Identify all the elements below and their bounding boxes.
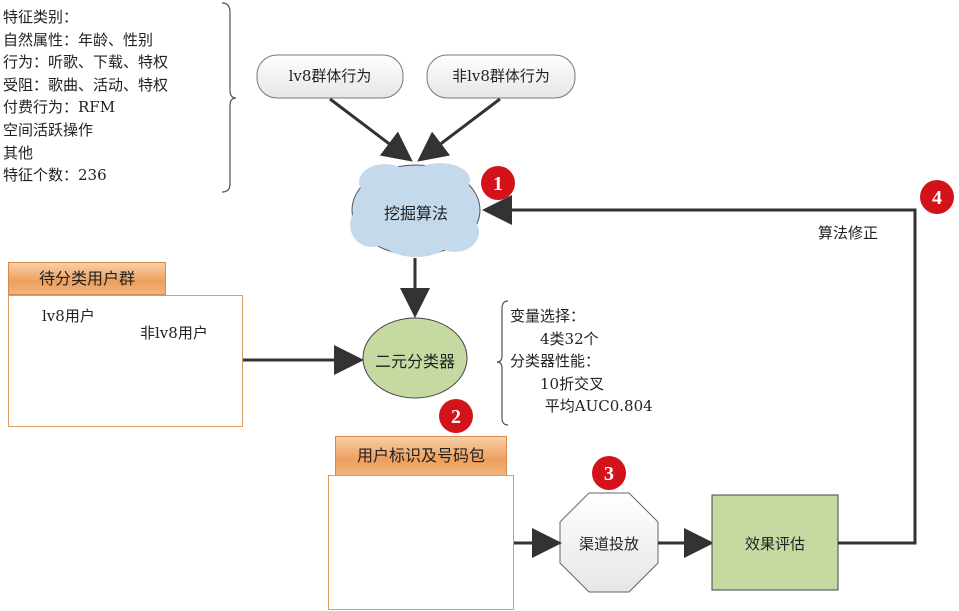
- features-line: 特征个数：236: [3, 166, 107, 185]
- classifier_notes-line: 分类器性能：: [510, 352, 601, 371]
- classifier-notes: 变量选择： 4类32个分类器性能： 10折交叉 平均AUC0.804: [510, 305, 653, 418]
- arrow-lv8-to-mining: [329, 97, 413, 162]
- lv8-group-pill: [256, 54, 404, 99]
- channel-label: 渠道投放: [578, 535, 639, 553]
- classifier_notes-line: 4类32个: [510, 329, 599, 348]
- feedback-label: 算法修正: [818, 224, 879, 242]
- classifier_notes-line: 10折交叉: [510, 374, 605, 393]
- step-badge-1: 1: [481, 166, 515, 200]
- classifier-label: 二元分类器: [374, 352, 455, 371]
- lv8-group-label: lv8群体行为: [288, 67, 372, 85]
- step-badge-4: 4: [920, 180, 954, 214]
- features-line: 付费行为：RFM: [3, 98, 116, 117]
- non-lv8-group-pill: [426, 54, 576, 99]
- pending-title: 待分类用户群: [8, 262, 166, 295]
- arrow-nonlv8-to-mining: [417, 97, 501, 162]
- evaluation-label: 效果评估: [744, 535, 805, 553]
- package-title: 用户标识及号码包: [335, 436, 507, 476]
- pending-users-box: [8, 295, 243, 427]
- classifier_notes-line: 平均AUC0.804: [510, 397, 653, 416]
- features-line: 空间活跃操作: [3, 120, 94, 139]
- svg-text:3: 3: [604, 463, 614, 485]
- features-line: 自然属性：年龄、性别: [3, 30, 154, 49]
- non-lv8-users-label: 非lv8用户: [140, 324, 208, 342]
- lv8-users-label: lv8用户: [42, 307, 95, 325]
- package-box: [328, 475, 514, 610]
- svg-text:2: 2: [451, 406, 461, 428]
- mining-label: 挖掘算法: [383, 204, 448, 223]
- arrow-feedback: [482, 195, 917, 545]
- svg-text:4: 4: [932, 187, 942, 209]
- features-line: 受阻：歌曲、活动、特权: [3, 75, 169, 94]
- feature-brace: [221, 2, 237, 193]
- non-lv8-group-label: 非lv8群体行为: [452, 67, 550, 85]
- notes-brace: [496, 300, 509, 426]
- features-line: 特征类别：: [3, 8, 79, 26]
- step-badge-3: 3: [592, 456, 626, 490]
- features-line: 其他: [3, 143, 34, 162]
- classifier_notes-line: 变量选择：: [510, 307, 586, 325]
- evaluation-box: [711, 494, 839, 591]
- feature-list: 特征类别： 自然属性：年龄、性别行为：听歌、下载、特权受阻：歌曲、活动、特权付费行…: [3, 6, 168, 187]
- step-badge-2: 2: [439, 399, 473, 433]
- svg-text:1: 1: [493, 173, 503, 195]
- features-line: 行为：听歌、下载、特权: [3, 53, 169, 72]
